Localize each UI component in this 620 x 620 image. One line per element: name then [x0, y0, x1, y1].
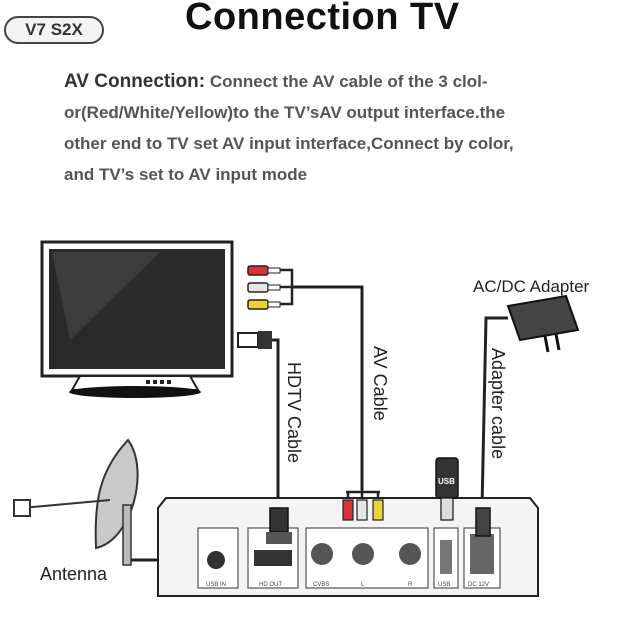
page-title: Connection TV: [185, 0, 460, 38]
port-label-cvbs: CVBS: [313, 582, 329, 588]
satellite-dish-icon: [13, 438, 139, 566]
instruction-line-2: or(Red/White/Yellow)to the TV’sAV output…: [64, 103, 506, 122]
av-cable: [292, 285, 364, 490]
hdmi-plug-tv: [237, 331, 272, 349]
port-label-r: R: [408, 582, 413, 588]
port-label-hd-out: HD OUT: [259, 582, 282, 588]
antenna-label: Antenna: [40, 564, 108, 584]
port-label-usb: USB: [438, 582, 450, 588]
receiver-box: [157, 497, 539, 597]
port-label-l: L: [361, 582, 365, 588]
instruction-lead: AV Connection:: [64, 71, 206, 92]
adapter-icon: [506, 294, 580, 353]
model-badge: V7 S2X: [4, 16, 104, 44]
rca-plugs-box: [342, 490, 384, 521]
hdtv-cable: [272, 338, 280, 508]
rca-plugs-tv: [247, 265, 294, 310]
instruction-line-1: Connect the AV cable of the 3 clol-: [205, 72, 488, 91]
dc-plug-box: [475, 507, 491, 537]
instruction-line-3: other end to TV set AV input interface,C…: [64, 134, 514, 153]
usb-stick-label: USB: [438, 477, 455, 486]
hdtv-cable-label: HDTV Cable: [284, 362, 304, 463]
port-label-dc: DC 12V: [468, 582, 489, 588]
adapter-cable-label: Adapter cable: [488, 348, 508, 459]
port-label-usb-in: USB IN: [206, 582, 226, 588]
instruction-text: AV Connection: Connect the AV cable of t…: [64, 66, 584, 190]
usb-stick-icon: [435, 457, 459, 521]
adapter-cable: [480, 316, 508, 509]
instruction-line-4: and TV’s set to AV input mode: [64, 165, 308, 184]
tv-icon: [40, 240, 234, 398]
hdmi-plug-box: [266, 507, 292, 544]
adapter-label: AC/DC Adapter: [473, 277, 590, 296]
av-cable-label: AV Cable: [370, 346, 390, 421]
